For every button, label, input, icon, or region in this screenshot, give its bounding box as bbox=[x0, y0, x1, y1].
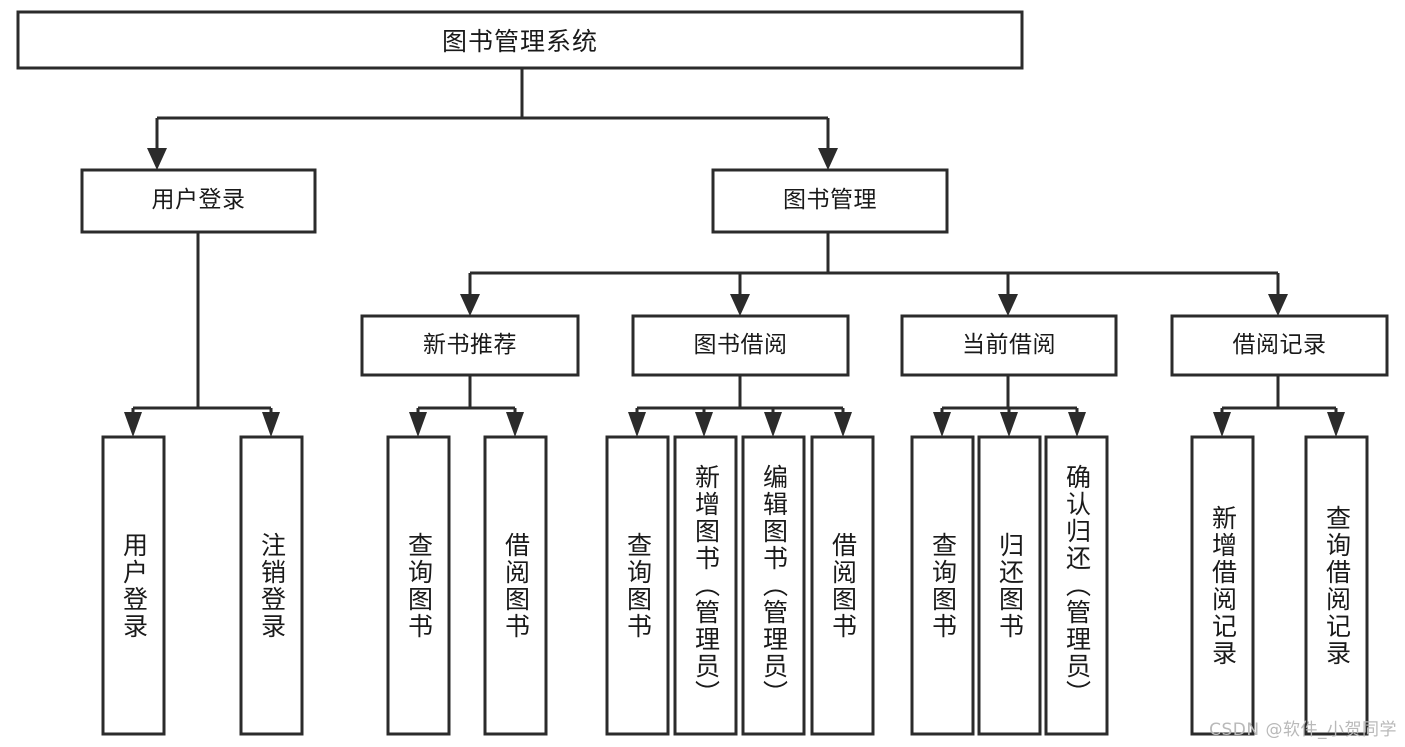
arrow-head-bb-leaf-3 bbox=[834, 412, 852, 437]
arrow-head-cb-leaf-0 bbox=[933, 412, 951, 437]
node-box-leaf-user-login-0[interactable] bbox=[101, 435, 166, 736]
node-box-leaf-cb-2[interactable] bbox=[1044, 435, 1109, 736]
arrow-head-bb-leaf-0 bbox=[628, 412, 646, 437]
arrow-head-nbr-leaf-1 bbox=[506, 412, 524, 437]
node-box-current-borrow[interactable] bbox=[900, 314, 1118, 377]
node-box-borrow-record[interactable] bbox=[1170, 314, 1389, 377]
arrow-head-borrow-record bbox=[1268, 294, 1288, 316]
csdn-watermark: CSDN @软件_小贺同学 bbox=[1209, 720, 1397, 740]
connector-group-current-borrow-leaves bbox=[933, 375, 1086, 437]
node-box-leaf-bb-2[interactable] bbox=[741, 435, 806, 736]
node-borrow-record[interactable] bbox=[1172, 316, 1387, 375]
node-box-leaf-nbr-0[interactable] bbox=[386, 435, 451, 736]
connector-group-book-manage-to-level3 bbox=[460, 232, 1288, 316]
node-book-borrow[interactable] bbox=[633, 316, 848, 375]
node-box-leaf-bb-0[interactable] bbox=[605, 435, 670, 736]
arrow-head-user-login-leaf-1 bbox=[262, 412, 280, 437]
node-current-borrow[interactable] bbox=[902, 316, 1116, 375]
connector-group-book-borrow-leaves bbox=[628, 375, 852, 437]
connector-group-new-book-recommend-leaves bbox=[409, 375, 524, 437]
arrow-head-cb-leaf-2 bbox=[1068, 412, 1086, 437]
node-box-leaf-cb-1[interactable] bbox=[977, 435, 1042, 736]
arrow-head-bb-leaf-1 bbox=[695, 412, 713, 437]
arrow-head-br-leaf-1 bbox=[1327, 412, 1345, 437]
arrow-head-new-book-recommend bbox=[460, 294, 480, 316]
node-box-leaf-bb-3[interactable] bbox=[810, 435, 875, 736]
node-box-new-book-recommend[interactable] bbox=[360, 314, 580, 377]
node-box-leaf-user-login-1[interactable] bbox=[239, 435, 304, 736]
node-box-leaf-bb-1[interactable] bbox=[673, 435, 738, 736]
node-user-login[interactable] bbox=[82, 170, 315, 232]
node-box-leaf-cb-0[interactable] bbox=[910, 435, 975, 736]
node-box-user-login[interactable] bbox=[80, 168, 317, 234]
node-root[interactable] bbox=[18, 12, 1022, 68]
connector-group-user-login-leaves bbox=[124, 232, 280, 437]
arrow-head-user-login-leaf-0 bbox=[124, 412, 142, 437]
node-box-leaf-br-0[interactable] bbox=[1190, 435, 1255, 736]
arrow-head-bb-leaf-2 bbox=[764, 412, 782, 437]
arrow-head-user-login bbox=[147, 148, 167, 170]
arrow-head-br-leaf-0 bbox=[1213, 412, 1231, 437]
arrow-head-nbr-leaf-0 bbox=[409, 412, 427, 437]
arrow-head-book-manage bbox=[818, 148, 838, 170]
arrow-head-cb-leaf-1 bbox=[1000, 412, 1018, 437]
arrow-head-book-borrow bbox=[730, 294, 750, 316]
node-box-leaf-nbr-1[interactable] bbox=[483, 435, 548, 736]
node-new-book-recommend[interactable] bbox=[362, 316, 578, 375]
node-box-book-borrow[interactable] bbox=[631, 314, 850, 377]
node-box-book-manage[interactable] bbox=[711, 168, 949, 234]
node-book-manage[interactable] bbox=[713, 170, 947, 232]
node-box-root[interactable] bbox=[16, 10, 1024, 70]
connector-group-root-to-level2 bbox=[147, 68, 838, 170]
arrow-head-current-borrow bbox=[998, 294, 1018, 316]
node-box-leaf-br-1[interactable] bbox=[1304, 435, 1369, 736]
connector-group-borrow-record-leaves bbox=[1213, 375, 1345, 437]
